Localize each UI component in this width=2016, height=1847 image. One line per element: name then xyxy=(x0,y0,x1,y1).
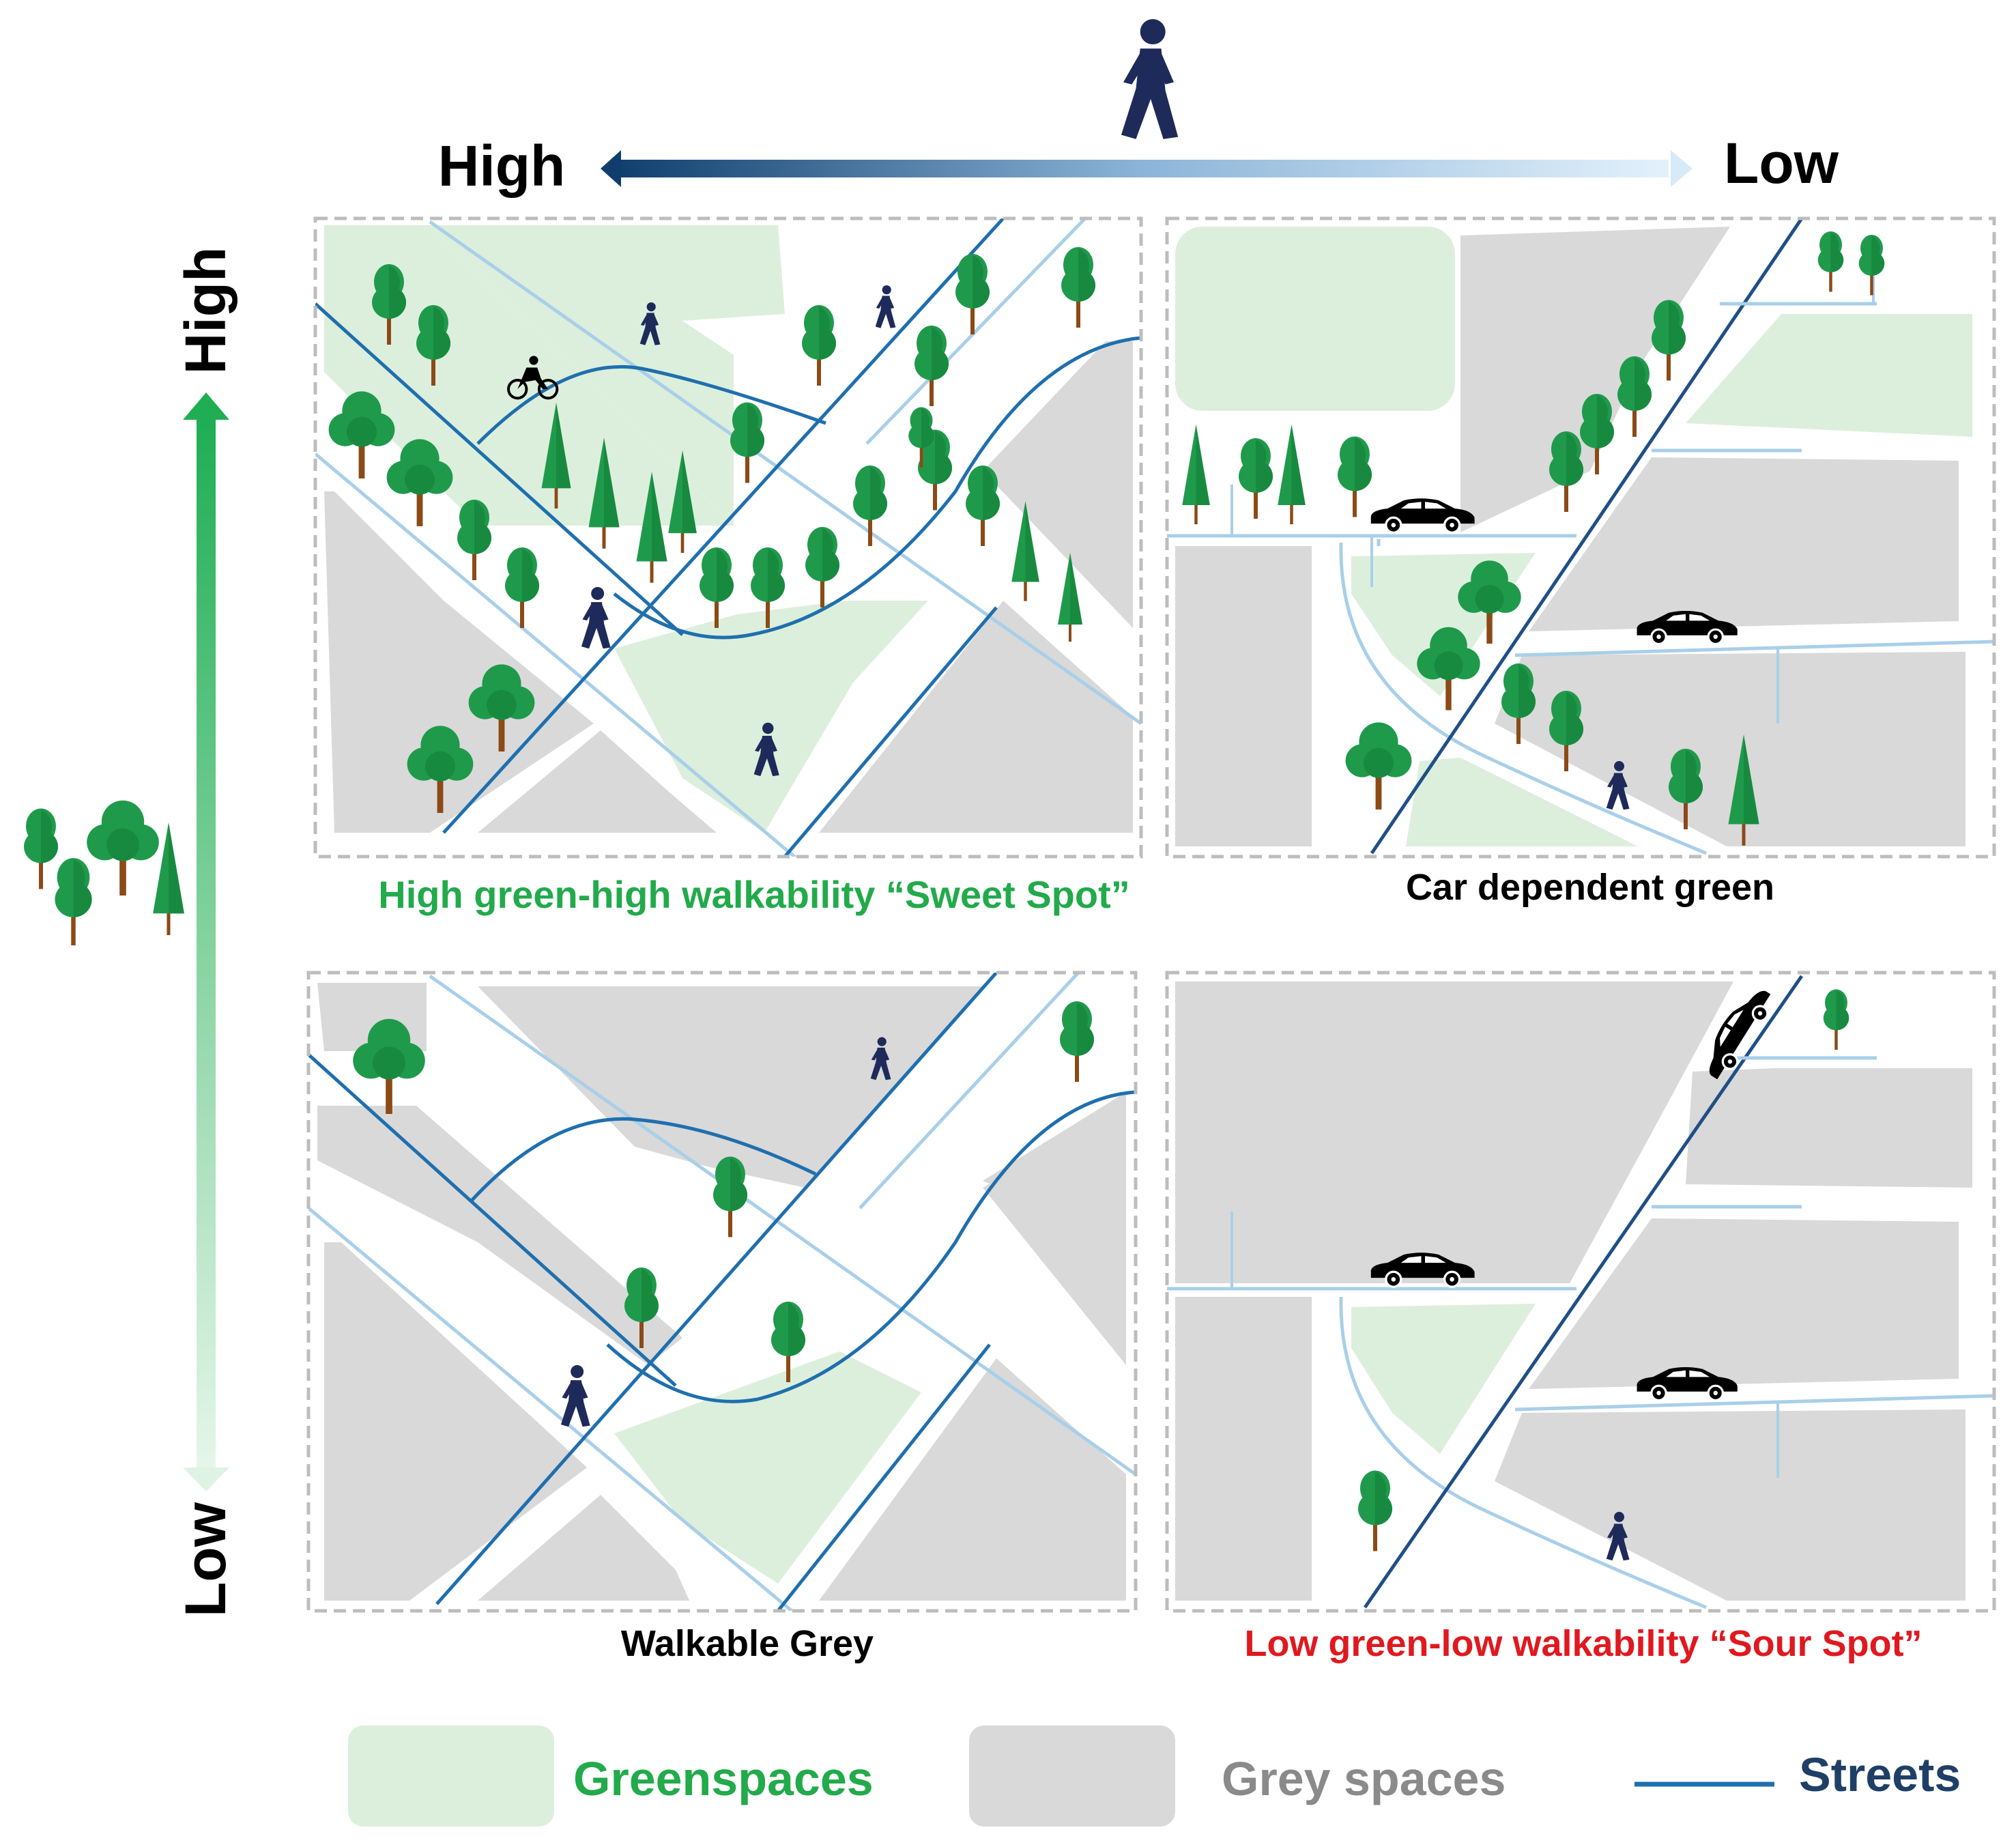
walkability-axis-bar xyxy=(611,160,1669,177)
walkability-low-label: Low xyxy=(1724,131,1839,195)
legend-green-swatch xyxy=(348,1726,554,1827)
walkability-arrow-right-icon xyxy=(1671,150,1693,187)
legend-green-label: Greenspaces xyxy=(573,1752,874,1805)
walkability-arrow-left-icon xyxy=(601,150,621,187)
quadrant-sour-spot xyxy=(1165,971,1996,1613)
quadrant-car-dependent-green-title: Car dependent green xyxy=(1406,867,1774,908)
green-arrow-up-icon xyxy=(183,392,229,420)
quadrant-sweet-spot xyxy=(313,216,1143,859)
legend-grey-swatch xyxy=(969,1726,1175,1827)
green-low-label: Low xyxy=(173,1502,237,1617)
quadrant-sour-spot-title: Low green-low walkability “Sour Spot” xyxy=(1244,1623,1922,1664)
quadrant-walkable-grey-title: Walkable Grey xyxy=(621,1623,874,1664)
walkability-high-label: High xyxy=(438,134,566,198)
green-axis-bar xyxy=(197,420,216,1471)
walkability-icon xyxy=(1121,19,1179,139)
trees-icon xyxy=(24,800,184,945)
quadrant-walkable-grey xyxy=(306,971,1138,1613)
legend-streets-label: Streets xyxy=(1799,1748,1961,1801)
quadrant-sweet-spot-title: High green-high walkability “Sweet Spot” xyxy=(378,873,1129,916)
legend-grey-label: Grey spaces xyxy=(1222,1752,1506,1805)
green-high-label: High xyxy=(173,247,237,375)
green-arrow-down-icon xyxy=(183,1467,229,1491)
quadrant-car-dependent-green xyxy=(1165,216,1996,859)
